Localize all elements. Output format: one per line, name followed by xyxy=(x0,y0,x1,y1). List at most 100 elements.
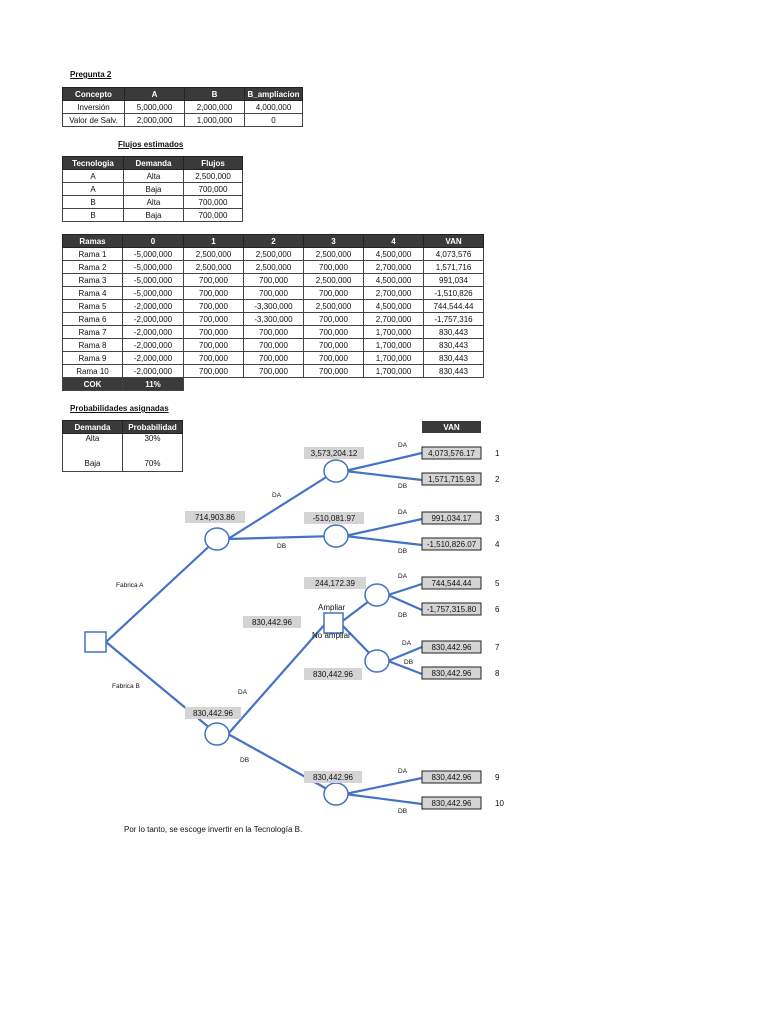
pregunta-title: Pregunta 2 xyxy=(70,70,112,79)
chance-node xyxy=(364,583,390,607)
branch-line xyxy=(344,451,423,473)
header-cell: 3 xyxy=(303,234,364,248)
leaf-number: 6 xyxy=(495,605,500,614)
table-cell: 1,700,000 xyxy=(363,364,424,378)
table-row: B Baja 700,000 xyxy=(62,208,243,222)
probabilidades-title: Probabilidades asignadas xyxy=(70,404,169,413)
node-value-label: 830,442.96 xyxy=(313,773,354,782)
branch-line xyxy=(344,469,423,482)
chance-node xyxy=(323,524,349,548)
header-cell: B_ampliacion xyxy=(244,87,303,101)
cok-label: COK xyxy=(62,377,123,391)
leaf-value-label: 830,442.96 xyxy=(431,773,472,782)
table-cell: 700,000 xyxy=(183,208,243,222)
branch-line xyxy=(344,517,423,538)
branch-line xyxy=(227,470,337,540)
node-value-label: 830,442.96 xyxy=(252,618,293,627)
branch-line xyxy=(387,582,423,597)
leaf-value-box xyxy=(421,472,482,486)
leaf-number: 10 xyxy=(495,799,504,808)
chance-node xyxy=(323,459,349,483)
node-value-label: 830,442.96 xyxy=(193,709,234,718)
header-cell: A xyxy=(124,87,185,101)
branch-label-no-ampliar: No ampliar xyxy=(312,631,351,640)
leaf-number: 7 xyxy=(495,643,500,652)
node-value-box xyxy=(243,616,301,628)
leaf-number: 9 xyxy=(495,773,500,782)
branch-label-db: DB xyxy=(398,808,407,815)
branch-label-db: DB xyxy=(277,543,286,550)
probabilidades-table: Demanda Probabilidad Alta 30% Baja 70% xyxy=(62,420,183,472)
leaf-value-box xyxy=(421,446,482,460)
branch-line xyxy=(227,534,337,541)
leaf-value-box xyxy=(421,770,482,784)
node-value-box xyxy=(304,577,366,589)
table-cell: 830,443 xyxy=(423,364,484,378)
chance-node xyxy=(323,782,349,806)
inversion-table: Concepto A B B_ampliacion Inversión 5,00… xyxy=(62,87,303,127)
node-value-label: 714,903.86 xyxy=(195,513,236,522)
branch-line xyxy=(344,776,423,796)
header-cell: Ramas xyxy=(62,234,123,248)
table-row: A Baja 700,000 xyxy=(62,182,243,196)
branch-label-db: DB xyxy=(398,612,407,619)
branch-line xyxy=(387,593,423,612)
flujos-title: Flujos estimados xyxy=(118,140,184,149)
leaf-value-label: -1,510,826.07 xyxy=(427,540,477,549)
leaf-value-box xyxy=(421,796,482,810)
leaf-value-box xyxy=(421,602,482,616)
header-cell: Demanda xyxy=(123,156,184,170)
header-cell: 1 xyxy=(183,234,244,248)
chance-node xyxy=(364,649,390,673)
node-value-box xyxy=(304,771,362,783)
leaf-number: 8 xyxy=(495,669,500,678)
branch-line xyxy=(105,538,218,643)
node-value-box xyxy=(304,512,364,524)
van-header-label: VAN xyxy=(443,423,460,432)
leaf-value-label: 1,571,715.93 xyxy=(428,475,475,484)
table-row: B Alta 700,000 xyxy=(62,195,243,209)
node-value-label: 830,442.96 xyxy=(313,670,354,679)
branch-line xyxy=(387,645,423,663)
table-cell: 30% xyxy=(122,433,183,456)
table-cell: 700,000 xyxy=(183,364,244,378)
branch-label-da: DA xyxy=(238,689,248,696)
decision-node xyxy=(84,631,107,653)
node-value-label: 3,573,204.12 xyxy=(311,449,358,458)
branch-label-fabrica-a: Fabrica A xyxy=(116,582,144,589)
leaf-number: 2 xyxy=(495,475,500,484)
table-row: Baja 70% xyxy=(62,455,183,472)
flujos-header-row: Tecnologia Demanda Flujos xyxy=(62,156,243,170)
table-cell: Valor de Salv. xyxy=(62,113,125,127)
table-cell: 0 xyxy=(244,113,303,127)
leaf-number: 5 xyxy=(495,579,500,588)
branch-label-db: DB xyxy=(404,659,413,666)
inversion-header-row: Concepto A B B_ampliacion xyxy=(62,87,303,101)
branch-label-db: DB xyxy=(240,757,249,764)
leaf-value-box xyxy=(421,666,482,680)
leaf-value-label: 830,442.96 xyxy=(431,669,472,678)
cok-value: 11% xyxy=(122,377,184,391)
leaf-value-label: -1,757,315.80 xyxy=(427,605,477,614)
branch-label-da: DA xyxy=(398,768,408,775)
leaf-number: 1 xyxy=(495,449,500,458)
header-cell: Probabilidad xyxy=(122,420,183,434)
decision-node xyxy=(323,612,344,634)
branch-label-fabrica-b: Fabrica B xyxy=(112,683,140,690)
leaf-value-label: 991,034.17 xyxy=(431,514,472,523)
branch-line xyxy=(387,659,423,676)
node-value-box xyxy=(185,511,245,523)
branch-label-da: DA xyxy=(398,442,408,449)
header-cell: Concepto xyxy=(62,87,125,101)
leaf-value-box xyxy=(421,576,482,590)
branch-label-da: DA xyxy=(272,492,282,499)
ramas-header-row: Ramas 0 1 2 3 4 VAN xyxy=(62,234,484,248)
branch-label-da: DA xyxy=(398,509,408,516)
